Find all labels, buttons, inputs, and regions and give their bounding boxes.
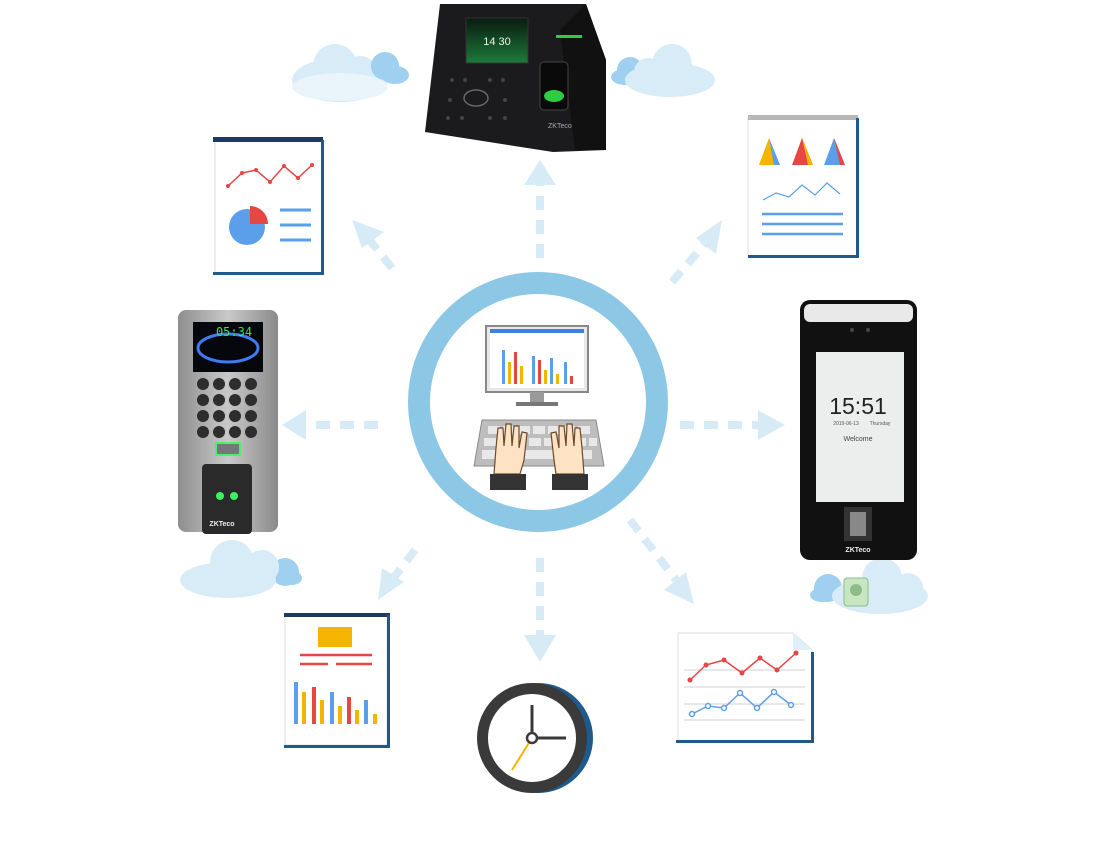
cloud-icon [180,540,302,598]
arrow-up-head [524,160,556,185]
terminal-clock-time: 15:51 [829,393,887,419]
report-document-triangles [747,115,859,258]
monitor-icon [485,325,589,406]
face-terminal-time: 14 30 [483,36,511,48]
terminal-weekday: Thursday [870,421,891,427]
face-recognition-terminal: 14 30 ZKTeco [425,4,606,152]
report-document-line-pie [213,137,324,275]
fingerprint-terminal-time: 05:34 [216,325,252,339]
fingerprint-terminal: 05:34 ZKTeco [178,310,278,534]
cloud-icon [810,558,928,614]
terminal-brand: ZKTeco [845,547,870,554]
face-terminal-brand: ZKTeco [548,123,572,130]
cloud-icon [611,44,715,97]
central-software-hub [408,272,668,532]
report-document-bar-chart [284,613,390,748]
connection-arrows [282,160,785,662]
arrow-up-right [668,237,712,285]
cloud-icon [292,44,409,102]
hands-icon [490,423,588,490]
report-document-line-charts [676,632,814,743]
visible-light-face-terminal: 15:51 2019-06-13 Thursday Welcome ZKTeco [800,300,917,560]
monitor-bar-chart [502,350,573,384]
arrow-up-left [364,235,396,271]
terminal-date: 2019-06-13 [833,421,859,427]
arrow-down-right [626,517,680,583]
keyboard-icon [473,419,605,467]
clock-icon [477,683,593,793]
fingerprint-terminal-brand: ZKTeco [209,521,234,528]
terminal-greeting: Welcome [843,436,872,443]
arrow-down-left [388,547,419,583]
